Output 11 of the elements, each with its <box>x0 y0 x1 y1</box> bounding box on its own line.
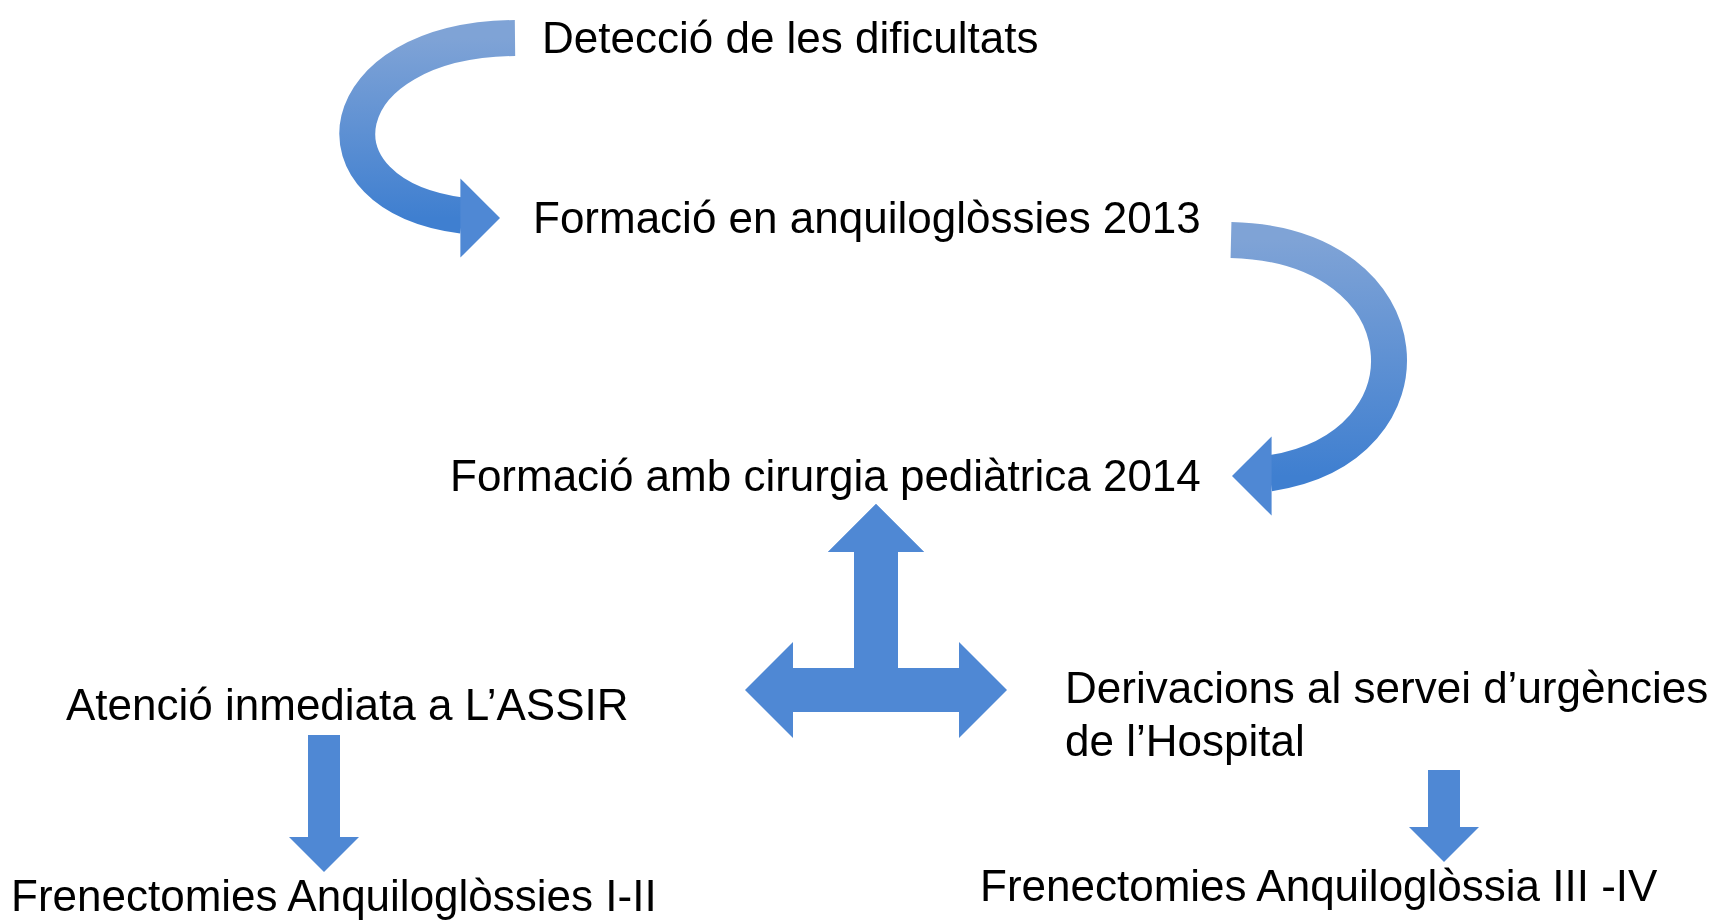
step-text: Detecció de les dificultats <box>542 11 1039 64</box>
step-text: Derivacions al servei d’urgències de l’Hospital <box>1065 662 1710 767</box>
step-text: Atenció inmediata a L’ASSIR <box>66 678 629 731</box>
double-arrow <box>827 504 1007 739</box>
curved-arrow <box>339 20 517 255</box>
step-text: Formació en anquiloglòssies 2013 <box>533 191 1201 244</box>
block-arrow <box>288 735 360 872</box>
step-text: Formació amb cirurgia pediàtrica 2014 <box>450 449 1201 502</box>
step-text: Frenectomies Anquiloglòssies I-II <box>11 869 657 921</box>
step-text: Frenectomies Anquiloglòssia III -IV <box>980 859 1658 912</box>
block-arrow <box>1408 770 1480 862</box>
